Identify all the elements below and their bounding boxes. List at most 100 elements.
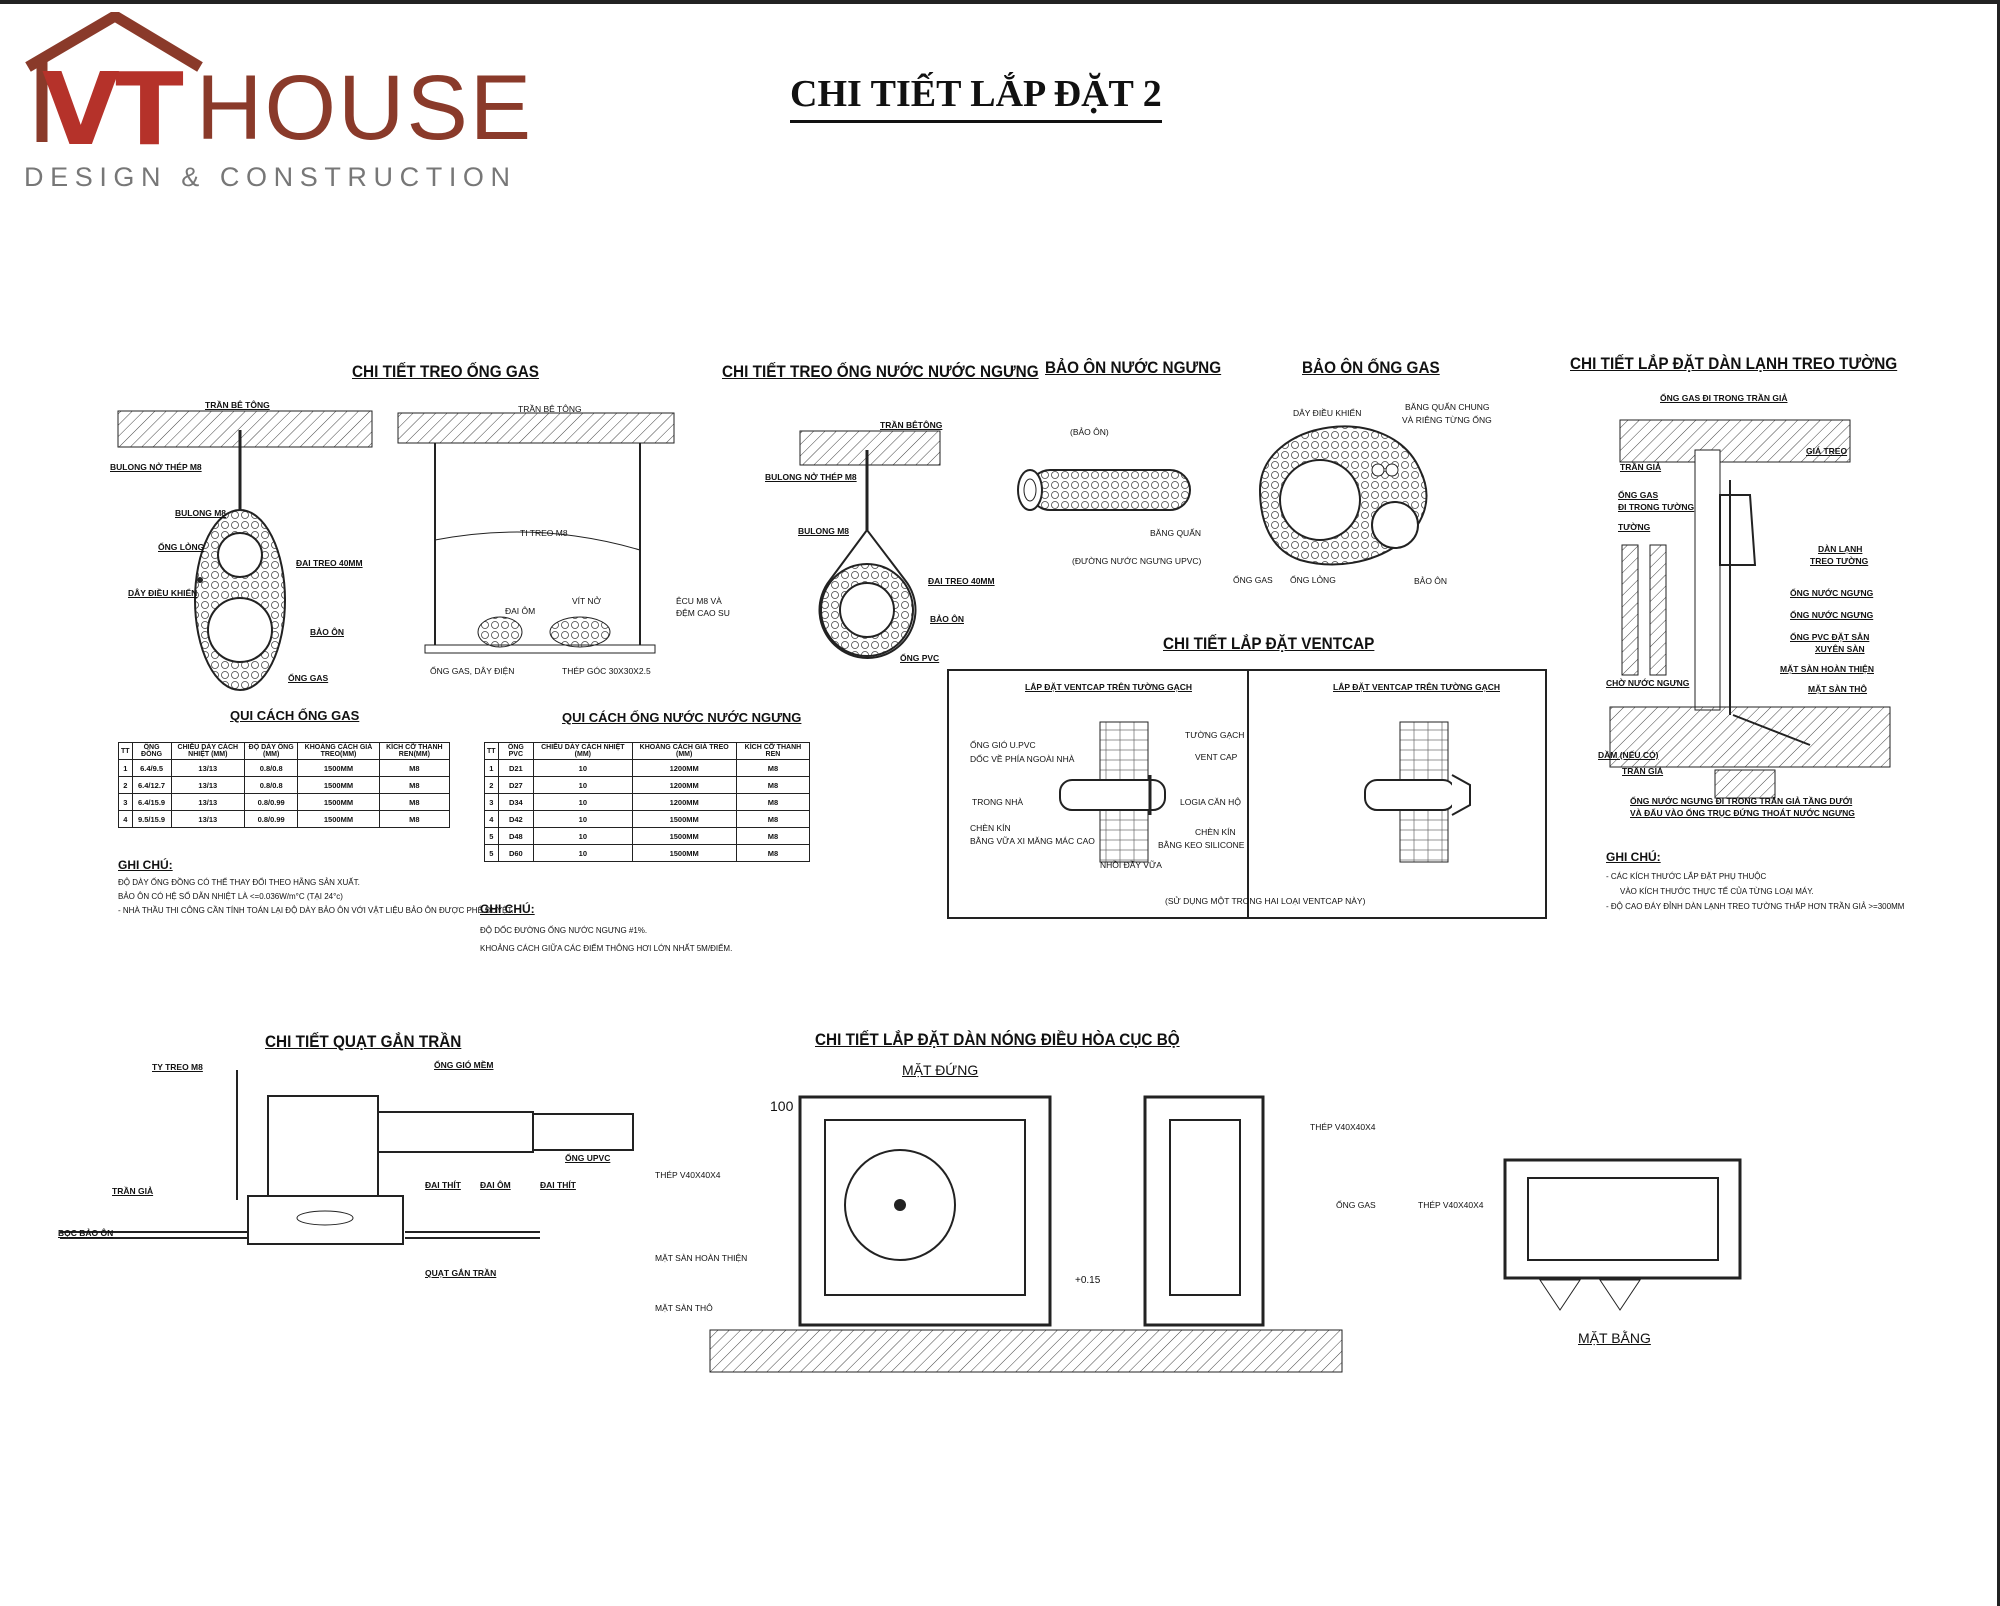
label-v-bang-vua: BẰNG VỮA XI MĂNG MÁC CAO [970,836,1095,846]
label-o-thep-2: THÉP V40X40X4 [1310,1122,1376,1132]
label-w-tuong: TƯỜNG [1618,522,1651,532]
table-cell: 4 [118,810,133,828]
table-cell: 13/13 [170,810,246,828]
label-f-tran-gia: TRẦN GIẢ [112,1186,154,1196]
label-o-thep-3: THÉP V40X40X4 [1418,1200,1484,1210]
label-i-bao-on-2: BẢO ÔN [1414,576,1448,586]
title-wall-indoor: CHI TIẾT LẮP ĐẶT DÀN LẠNH TREO TƯỜNG [1570,354,1898,373]
ceiling-fan-drawing [60,1070,634,1245]
table-header-row: TT ỐNG ĐỒNG CHIỀU DÀY CÁCH NHIỆT (MM) ĐỘ… [118,742,451,760]
label-f-dai-thit-2: ĐAI THÍT [540,1180,576,1190]
table-cell: 1500MM [631,810,737,828]
label-w-ong-nuoc-ngung-1: ỐNG NƯỚC NGƯNG [1790,588,1874,598]
label-v-chen-kin: CHÈN KÍN [970,823,1011,833]
logo-house: HOUSE [196,57,534,159]
label-w-gia-treo: GIÁ TREO [1806,446,1848,456]
sheet-border-top [0,0,2000,4]
label-v-right-title: LẮP ĐẶT VENTCAP TRÊN TƯỜNG GẠCH [1333,682,1500,692]
label-w-chu-nuoc-ngung: CHỜ NƯỚC NGƯNG [1606,678,1690,688]
label-i-va-rieng: VÀ RIÊNG TỪNG ỐNG [1402,415,1492,425]
label-o-mat-dung: MẶT ĐỨNG [902,1062,979,1078]
label-v-nhoi-day: NHỒI ĐẦY VỮA [1100,860,1162,870]
table-cell: M8 [735,827,811,845]
label-i-bang-quan: BĂNG QUẤN [1150,528,1202,538]
logo-vt: VT [42,51,184,168]
label-o-ong-gas: ỐNG GAS [1336,1200,1376,1210]
table-cell: M8 [378,793,451,811]
table-cell: D48 [497,827,535,845]
logo-tagline: DESIGN & CONSTRUCTION [24,162,517,192]
table-cell: 1500MM [631,827,737,845]
label-w-mat-san-tho: MẶT SÀN THÔ [1808,684,1868,694]
table-cell: M8 [378,810,451,828]
title-ventcap: CHI TIẾT LẮP ĐẶT VENTCAP [1163,634,1375,653]
label-o-mat-san-ht: MẶT SÀN HOÀN THIỆN [655,1253,748,1263]
table-cell: D42 [497,810,535,828]
table-cell: 1200MM [631,793,737,811]
condensate-hanger-drawing [799,430,941,659]
title-ceiling-fan: CHI TIẾT QUẠT GẮN TRẦN [265,1032,462,1051]
table-cell: 1500MM [297,793,380,811]
label-o-mat-bang: MẶT BẰNG [1578,1330,1651,1346]
label-c-bulong-no: BULONG NỞ THÉP M8 [765,472,857,482]
table-cell: 1 [118,759,133,777]
table-cell: 9.5/15.9 [131,810,172,828]
table-cell: M8 [735,776,811,794]
table-cell: 10 [533,776,633,794]
label-w-ong-nuoc-ngung-2: ỐNG NƯỚC NGƯNG [1790,610,1874,620]
label-v-tuong-gach: TƯỜNG GẠCH [1185,730,1245,740]
table-cell: 1500MM [631,844,737,862]
title-gas-hanger: CHI TIẾT TREO ỐNG GAS [352,362,540,381]
label-v-logia: LOGIA CĂN HỘ [1180,797,1241,807]
table-cell: 10 [533,759,633,777]
label-v-left-title: LẮP ĐẶT VENTCAP TRÊN TƯỜNG GẠCH [1025,682,1192,692]
table-cell: D34 [497,793,535,811]
label-tran-be-tong-2: TRẦN BÊ TÔNG [518,404,582,414]
wall-note-2: VÀO KÍCH THƯỚC THỰC TẾ CỦA TỪNG LOẠI MÁY… [1620,887,1814,896]
gas-hanger-section-drawing [117,410,373,691]
gas-note-2: BẢO ÔN CÓ HỆ SỐ DẪN NHIỆT LÀ <=0.036W/m°… [118,892,343,901]
table-cell: 13/13 [170,793,246,811]
table-header: ĐỘ DÀY ỐNG (MM) [244,742,299,760]
label-v-trong-nha: TRONG NHÀ [972,797,1023,807]
label-w-ong-gas-tran: ỐNG GAS ĐI TRONG TRẦN GIẢ [1660,393,1788,403]
label-f-ty-treo: TY TREO M8 [152,1062,203,1072]
label-w-tran-gia-2: TRẦN GIẢ [1622,766,1664,776]
label-i-bao-on: (BẢO ÔN) [1070,427,1109,437]
table-cell: 0.8/0.8 [244,759,299,777]
table-header: KHOẢNG CÁCH GIÁ TREO (MM) [631,742,737,760]
condensate-note-1: ĐỘ DỐC ĐƯỜNG ỐNG NƯỚC NGƯNG #1%. [480,926,648,935]
table-cell: 3 [484,793,499,811]
label-bulong: BULONG M8 [175,508,226,518]
table-cell: 10 [533,844,633,862]
table-header: KÍCH CỠ THANH REN(MM) [378,742,451,760]
gas-insulation-drawing [1258,425,1428,566]
table-cell: 10 [533,827,633,845]
label-w-ong-gas: ỐNG GAS [1618,490,1659,500]
condensate-insulation-drawing [1017,469,1191,511]
gas-hanger-elevation-drawing [397,412,675,654]
table-cell: 5 [484,844,499,862]
wall-note-heading: GHI CHÚ: [1606,850,1661,864]
title-condensate-insulation: BẢO ÔN NƯỚC NGƯNG [1045,358,1222,377]
label-w-dam: DẦM (NẾU CÓ) [1598,750,1659,760]
table-cell: D27 [497,776,535,794]
label-w-di-trong-tuong: ĐI TRONG TƯỜNG [1618,502,1695,512]
table-cell: M8 [735,759,811,777]
table-header: ỐNG PVC [497,742,535,760]
table-cell: 5 [484,827,499,845]
table-cell: 1500MM [297,759,380,777]
table-cell: 6.4/15.9 [131,793,172,811]
label-ti-treo: TI TREO M8 [520,528,568,538]
table-cell: 6.4/9.5 [131,759,172,777]
label-o-mat-san-tho: MẶT SÀN THÔ [655,1303,713,1313]
label-v-chen-kin-2: CHÈN KÍN [1195,827,1236,837]
sheet-border-right [1997,0,2000,1606]
label-w-bottom-2: VÀ ĐẤU VÀO ỐNG TRỤC ĐỨNG THOÁT NƯỚC NGƯN… [1630,808,1855,818]
